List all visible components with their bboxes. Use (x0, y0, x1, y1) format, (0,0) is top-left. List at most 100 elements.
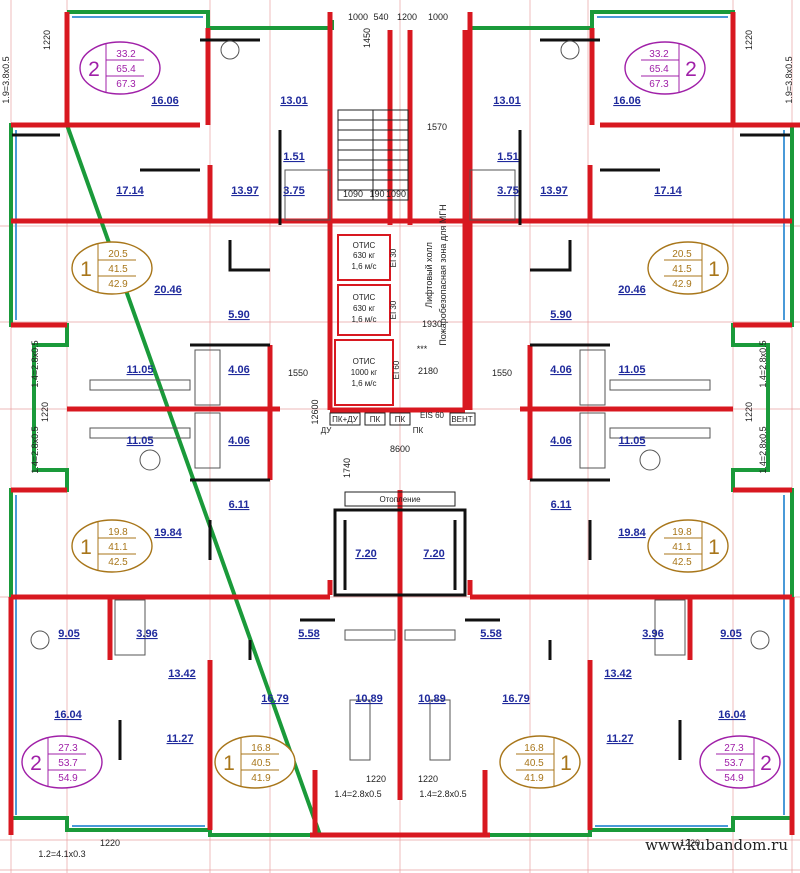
room-area: 10.89 (418, 693, 446, 705)
apartment-living-area: 27.3 (724, 743, 744, 754)
room-area: 13.42 (604, 668, 632, 680)
dimension: 540 (373, 12, 388, 22)
room-area: 16.79 (261, 693, 289, 705)
room-area-labels: 16.06 13.01 13.01 16.06 1.51 1.51 17.14 … (54, 95, 746, 745)
dimension: 1220 (744, 30, 754, 50)
fire-rating: EI 30 (389, 248, 398, 267)
lift-speed: 1,6 м/с (351, 315, 376, 324)
stair-core (329, 109, 476, 507)
room-area: 3.75 (283, 185, 304, 197)
room-area: 4.06 (228, 435, 249, 447)
dimension: 2180 (418, 366, 438, 376)
dimension: 1220 (42, 30, 52, 50)
apartment-total-area: 65.4 (116, 64, 136, 75)
room-area: 20.46 (618, 284, 646, 296)
apartment-rooms: 1 (708, 258, 720, 281)
lift-capacity: 1000 кг (351, 368, 378, 377)
shaft-label: ДУ (321, 426, 333, 435)
fire-rating-labels: EI 30 EI 30 EI 60 EIS 60 (389, 248, 445, 420)
apartment-total-area: 41.5 (108, 264, 128, 275)
mgn-zone-label: Пожаробезопасная зона для МГН (438, 204, 448, 345)
room-area: 11.27 (607, 733, 634, 745)
apartment-full-area: 42.9 (108, 279, 128, 290)
dimension: 1220 (418, 774, 438, 784)
apartment-rooms: 2 (30, 752, 42, 775)
stars-mark: *** (417, 344, 428, 354)
apartment-badge: 2 27.3 53.7 54.9 (21, 735, 103, 789)
fire-rating: EI 30 (389, 300, 398, 319)
room-area: 5.58 (480, 628, 501, 640)
balcony-label: 1.4=2.8x0.5 (334, 789, 381, 799)
apartment-living-area: 19.8 (108, 527, 128, 538)
dimension: 1090 (386, 189, 406, 199)
dimension: 1090 (343, 189, 363, 199)
room-area: 1.51 (283, 151, 304, 163)
dimension: 1450 (362, 28, 372, 48)
apartment-badge: 1 20.5 41.5 42.9 (71, 241, 153, 295)
apartment-total-area: 40.5 (524, 758, 544, 769)
apartment-badge: 1 16.8 40.5 41.9 (499, 735, 581, 789)
fixtures (30, 40, 770, 761)
balcony-label: 1.9=3.8x0.5 (1, 56, 11, 103)
apartment-total-area: 53.7 (58, 758, 78, 769)
room-area: 7.20 (355, 548, 376, 560)
room-area: 6.11 (229, 499, 250, 511)
room-area: 5.90 (550, 309, 571, 321)
apartment-badge: 1 20.5 41.5 42.9 (647, 241, 729, 295)
balcony-labels: 1.9=3.8x0.5 1.9=3.8x0.5 1.4=2.8x0.5 1.4=… (1, 56, 794, 859)
fire-rating: EI 60 (392, 360, 401, 379)
dimension: 1930 (422, 319, 442, 329)
pk-label: ПК (413, 426, 424, 435)
lift-hall-label: Лифтовый холл (424, 242, 434, 308)
walls-black (12, 38, 790, 760)
room-area: 4.06 (550, 435, 571, 447)
dimension: 1740 (342, 458, 352, 478)
room-area: 11.05 (619, 435, 646, 447)
watermark: www.kubandom.ru (645, 836, 788, 854)
room-area: 16.06 (613, 95, 641, 107)
room-area: 13.42 (168, 668, 196, 680)
dimension: 1220 (40, 402, 50, 422)
room-area: 17.14 (654, 185, 682, 197)
room-area: 3.96 (136, 628, 157, 640)
room-area: 7.20 (423, 548, 444, 560)
apartment-total-area: 65.4 (649, 64, 669, 75)
room-area: 13.01 (280, 95, 308, 107)
fire-rating: EIS 60 (420, 411, 445, 420)
pk-label: ПК (395, 415, 406, 424)
room-area: 13.97 (540, 185, 568, 197)
apartment-living-area: 33.2 (116, 49, 136, 60)
room-area: 16.04 (718, 709, 746, 721)
lift-brand: ОТИС (353, 357, 376, 366)
room-area: 5.58 (298, 628, 319, 640)
walls-red (8, 12, 800, 838)
apartment-full-area: 67.3 (116, 79, 136, 90)
core-labels: Лифтовый холл Пожаробезопасная зона для … (321, 204, 473, 504)
lift-brand: ОТИС (353, 241, 376, 250)
dimension-labels: 1000 540 1200 1000 1450 1220 1570 1090 1… (40, 12, 754, 848)
dimension: 1220 (366, 774, 386, 784)
lift-speed: 1,6 м/с (351, 379, 376, 388)
balcony-label: 1.4=2.8x0.5 (758, 426, 768, 473)
room-area: 9.05 (58, 628, 79, 640)
room-area: 4.06 (228, 364, 249, 376)
lift-capacity: 630 кг (353, 304, 375, 313)
room-area: 3.75 (497, 185, 518, 197)
dimension: 1000 (348, 12, 368, 22)
apartment-full-area: 42.9 (672, 279, 692, 290)
apartment-total-area: 41.1 (672, 542, 692, 553)
room-area: 6.11 (551, 499, 572, 511)
apartment-rooms: 2 (760, 752, 772, 775)
dimension: 1570 (427, 122, 447, 132)
apartment-full-area: 41.9 (251, 773, 271, 784)
dimension: 1550 (288, 368, 308, 378)
room-area: 13.01 (493, 95, 521, 107)
dimension: 1000 (428, 12, 448, 22)
room-area: 19.84 (618, 527, 646, 539)
balcony-label: 1.4=2.8x0.5 (30, 340, 40, 387)
room-area: 19.84 (154, 527, 182, 539)
shaft-label: ВЕНТ (451, 415, 472, 424)
dimension: 1550 (492, 368, 512, 378)
apartment-full-area: 54.9 (724, 773, 744, 784)
